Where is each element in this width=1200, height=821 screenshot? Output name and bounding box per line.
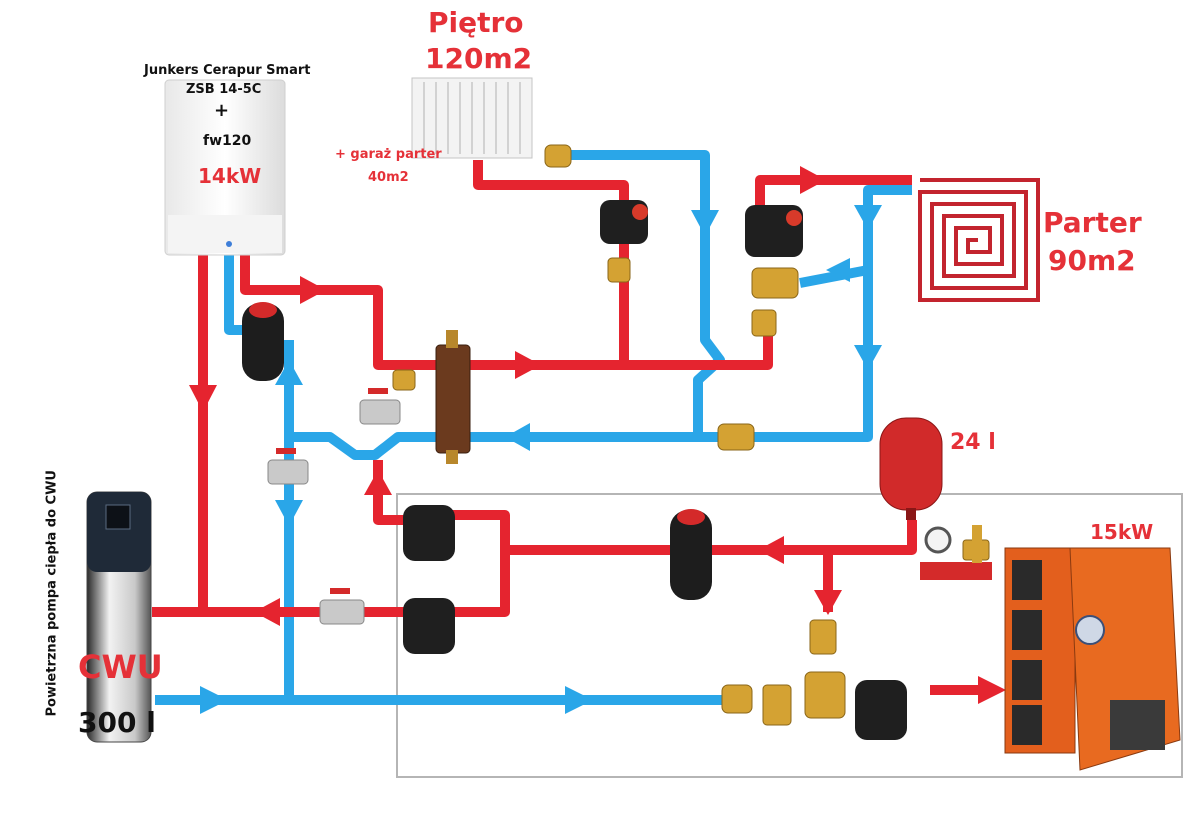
arrow-right <box>515 351 541 379</box>
arrow-right <box>300 276 326 304</box>
boiler-return-pipe <box>224 255 244 335</box>
arrow-down <box>189 385 217 412</box>
arrow-up <box>275 360 303 385</box>
radiator <box>411 77 533 159</box>
cwu-tank-volume: 300 l <box>78 706 156 739</box>
pump-floor <box>745 205 803 257</box>
hydraulic-separator <box>435 330 471 464</box>
valve <box>809 619 837 655</box>
heat-pump-tank <box>86 491 152 743</box>
heat-pump-side-label: Powietrzna pompa ciepła do CWU <box>44 470 60 717</box>
pump-radiator <box>600 200 648 244</box>
upper-floor-area: 120m2 <box>425 42 533 75</box>
boiler-to-separator <box>240 255 440 370</box>
valve <box>751 267 799 299</box>
solid-boiler-supply <box>505 520 917 555</box>
radiator-return <box>548 150 725 437</box>
cwu-pump-loop <box>445 510 510 617</box>
circulation-pumps <box>403 200 907 740</box>
return-pipes <box>155 150 912 705</box>
arrow-right <box>978 676 1006 704</box>
arrow-down <box>691 210 719 236</box>
arrow-down <box>854 345 882 370</box>
gas-boiler <box>164 79 286 256</box>
expansion-tank <box>879 417 943 520</box>
arrow-down <box>854 205 882 230</box>
arrow-left <box>505 423 530 451</box>
arrow-left <box>826 258 850 282</box>
ground-floor-name: Parter <box>1043 206 1142 239</box>
boiler-model-line1: Junkers Cerapur Smart <box>144 63 311 78</box>
boiler-controller: fw120 <box>203 133 252 149</box>
underfloor-coil <box>918 178 1040 302</box>
arrow-up <box>364 470 392 495</box>
valve <box>751 309 777 337</box>
arrow-down <box>275 500 303 526</box>
cwu-tank-label: CWU <box>78 648 163 686</box>
arrow-right <box>200 686 228 714</box>
valve <box>392 369 416 391</box>
safety-group <box>920 525 992 580</box>
arrow-right <box>565 686 593 714</box>
valve <box>804 671 846 719</box>
solid-fuel-section-frame <box>396 493 1183 778</box>
boiler-model-line2: ZSB 14-5C <box>186 82 262 97</box>
air-separator-left <box>242 302 284 381</box>
supply-arrows <box>189 166 1006 704</box>
floor-mixer-return <box>799 265 869 288</box>
arrow-right <box>800 166 826 194</box>
valve <box>607 257 631 283</box>
valve <box>717 423 755 451</box>
valve <box>762 684 792 726</box>
garage-label: + garaż parter <box>335 147 442 162</box>
pump-cwu-lower <box>403 598 455 654</box>
pump-solid-boiler <box>855 680 907 740</box>
ground-floor-area: 90m2 <box>1048 244 1136 277</box>
arrow-down <box>814 590 842 615</box>
expansion-tank-volume: 24 l <box>950 430 996 455</box>
solid-fuel-boiler <box>1004 547 1181 771</box>
pump-cwu-upper <box>403 505 455 561</box>
return-arrows <box>200 205 882 714</box>
valve <box>721 684 753 714</box>
solid-boiler-power: 15kW <box>1090 520 1154 544</box>
upper-floor-name: Piętro <box>428 6 524 39</box>
arrow-left <box>254 598 280 626</box>
valve <box>544 144 572 168</box>
boiler-plus-sign: + <box>214 100 230 121</box>
garage-area: 40m2 <box>368 170 409 185</box>
valves <box>392 144 990 726</box>
boiler-power: 14kW <box>198 164 262 188</box>
separator-supply-header <box>470 325 773 370</box>
air-separator-right <box>670 509 712 600</box>
ball-valves <box>267 388 401 625</box>
radiator-supply <box>473 160 629 365</box>
arrow-left <box>758 536 784 564</box>
